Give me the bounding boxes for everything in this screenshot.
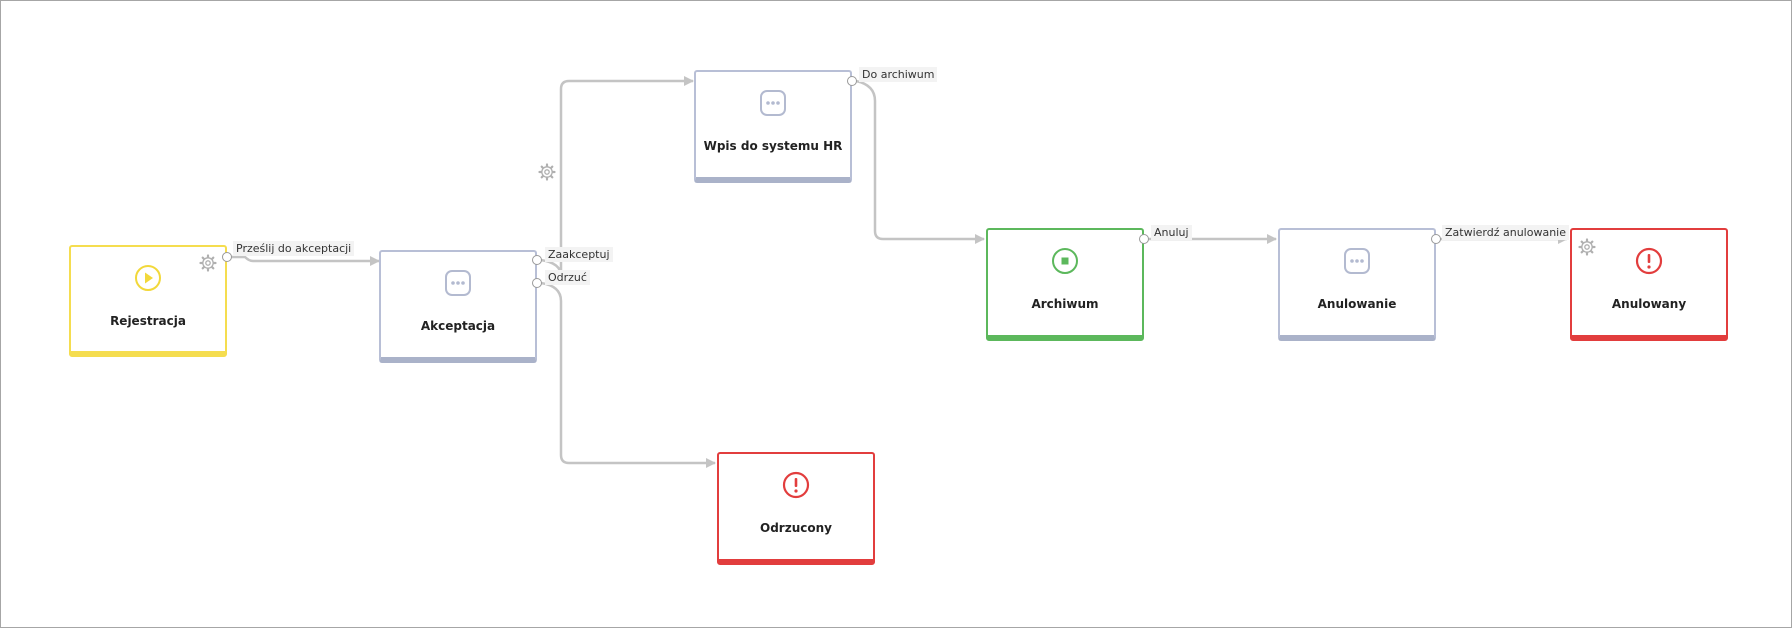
connector-przeslij[interactable] (231, 255, 380, 266)
gear-icon[interactable] (538, 163, 556, 181)
port-out-rejestracja[interactable] (222, 252, 232, 262)
port-out-do-archiwum[interactable] (847, 76, 857, 86)
more-icon (443, 268, 473, 298)
node-odrzucony[interactable]: Odrzucony (717, 452, 875, 565)
node-akceptacja[interactable]: Akceptacja (379, 250, 537, 363)
port-out-anuluj[interactable] (1139, 234, 1149, 244)
node-label: Odrzucony (760, 521, 832, 535)
node-label: Rejestracja (110, 314, 186, 328)
node-anulowanie[interactable]: Anulowanie (1278, 228, 1436, 341)
transition-label-anuluj[interactable]: Anuluj (1151, 225, 1192, 240)
connector-odrzuc[interactable] (540, 281, 716, 468)
port-out-zatwierdz[interactable] (1431, 234, 1441, 244)
node-label: Akceptacja (420, 319, 496, 333)
transition-label-zaakceptuj[interactable]: Zaakceptuj (545, 247, 613, 262)
alert-icon (1634, 246, 1664, 276)
connector-do-archiwum[interactable] (855, 79, 985, 244)
connector-zaakceptuj[interactable] (540, 76, 694, 278)
transition-label-zatwierdz[interactable]: Zatwierdź anulowanie (1442, 225, 1569, 240)
transition-label-do-archiwum[interactable]: Do archiwum (859, 67, 938, 82)
node-archiwum[interactable]: Archiwum (986, 228, 1144, 341)
gear-icon[interactable] (1578, 238, 1596, 256)
port-out-odrzuc[interactable] (532, 278, 542, 288)
more-icon (1342, 246, 1372, 276)
alert-icon (781, 470, 811, 500)
node-wpis-do-systemu-hr[interactable]: Wpis do systemu HR (694, 70, 852, 183)
stop-icon (1050, 246, 1080, 276)
node-label: Wpis do systemu HR (703, 139, 843, 153)
play-icon (133, 263, 163, 293)
transition-label-przeslij[interactable]: Prześlij do akceptacji (233, 241, 355, 256)
node-label: Anulowanie (1317, 297, 1397, 311)
port-out-zaakceptuj[interactable] (532, 255, 542, 265)
node-anulowany[interactable]: Anulowany (1570, 228, 1728, 341)
transition-label-odrzuc[interactable]: Odrzuć (545, 270, 590, 285)
node-label: Anulowany (1611, 297, 1687, 311)
more-icon (758, 88, 788, 118)
gear-icon[interactable] (199, 254, 217, 272)
node-label: Archiwum (1031, 297, 1099, 311)
